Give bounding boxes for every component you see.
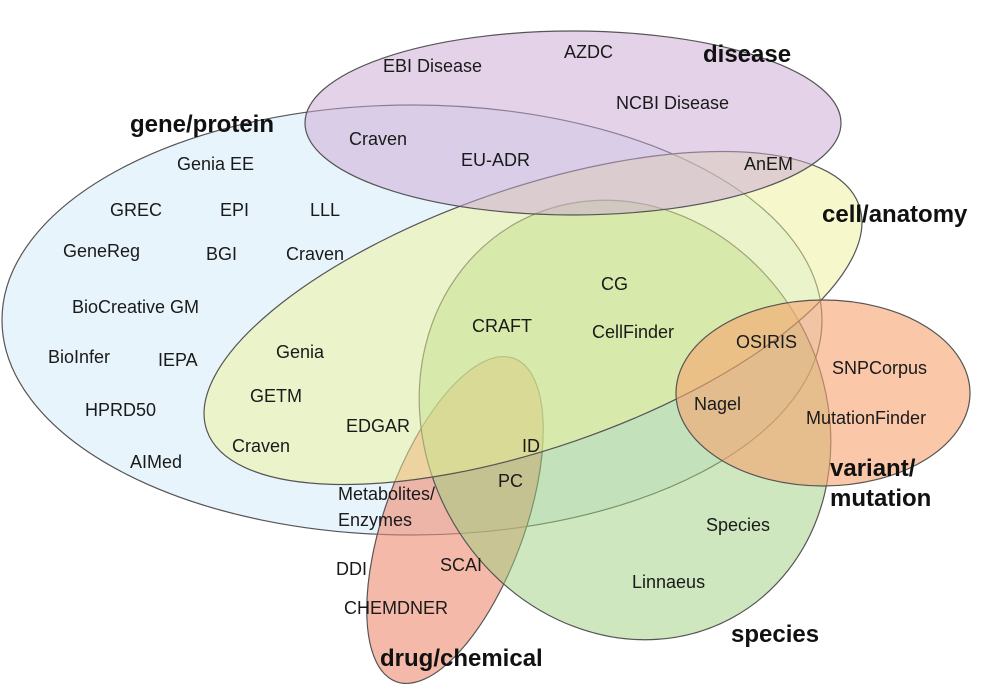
corpus-azdc: AZDC [564,42,613,62]
corpus-chemdner: CHEMDNER [344,598,448,618]
corpus-id: ID [522,436,540,456]
corpus-osiris: OSIRIS [736,332,797,352]
corpus-genia-ee: Genia EE [177,154,254,174]
corpus-cellfinder: CellFinder [592,322,674,342]
category-disease: disease [703,41,791,68]
corpus-craven-gene-disease: Craven [349,129,407,149]
corpus-craft: CRAFT [472,316,532,336]
corpus-lll: LLL [310,200,340,220]
corpus-eu-adr: EU-ADR [461,150,530,170]
corpus-ncbi-disease: NCBI Disease [616,93,729,113]
category-cell-anatomy: cell/anatomy [822,201,968,228]
corpus-linnaeus: Linnaeus [632,572,705,592]
corpus-epi: EPI [220,200,249,220]
corpus-snpcorpus: SNPCorpus [832,358,927,378]
corpus-iepa: IEPA [158,350,198,370]
corpus-aimed: AIMed [130,452,182,472]
corpus-scai: SCAI [440,555,482,575]
corpus-hprd50: HPRD50 [85,400,156,420]
corpus-biocreative-gm: BioCreative GM [72,297,199,317]
corpus-ebi-disease: EBI Disease [383,56,482,76]
set-disease [304,30,842,216]
category-drug-chemical: drug/chemical [380,645,543,672]
corpus-species: Species [706,515,770,535]
category-variant-mutation-line1: variant/ [830,455,916,482]
corpus-ddi: DDI [336,559,367,579]
set-variant-mutation [675,299,971,487]
corpus-metabolites-line2: Enzymes [338,510,412,530]
corpus-cg: CG [601,274,628,294]
corpus-genia: Genia [276,342,325,362]
corpus-mutationfinder: MutationFinder [806,408,926,428]
corpus-craven-gene: Craven [286,244,344,264]
category-species: species [731,621,819,648]
category-variant-mutation-line2: mutation [830,485,931,512]
corpus-bioinfer: BioInfer [48,347,110,367]
corpus-grec: GREC [110,200,162,220]
corpus-anem: AnEM [744,154,793,174]
corpus-pc: PC [498,471,523,491]
corpus-craven-cell: Craven [232,436,290,456]
category-gene-protein: gene/protein [130,111,274,138]
corpus-genereg: GeneReg [63,241,140,261]
corpus-edgar: EDGAR [346,416,410,436]
corpus-bgi: BGI [206,244,237,264]
corpus-nagel: Nagel [694,394,741,414]
corpus-metabolites-line1: Metabolites/ [338,484,435,504]
corpus-getm: GETM [250,386,302,406]
